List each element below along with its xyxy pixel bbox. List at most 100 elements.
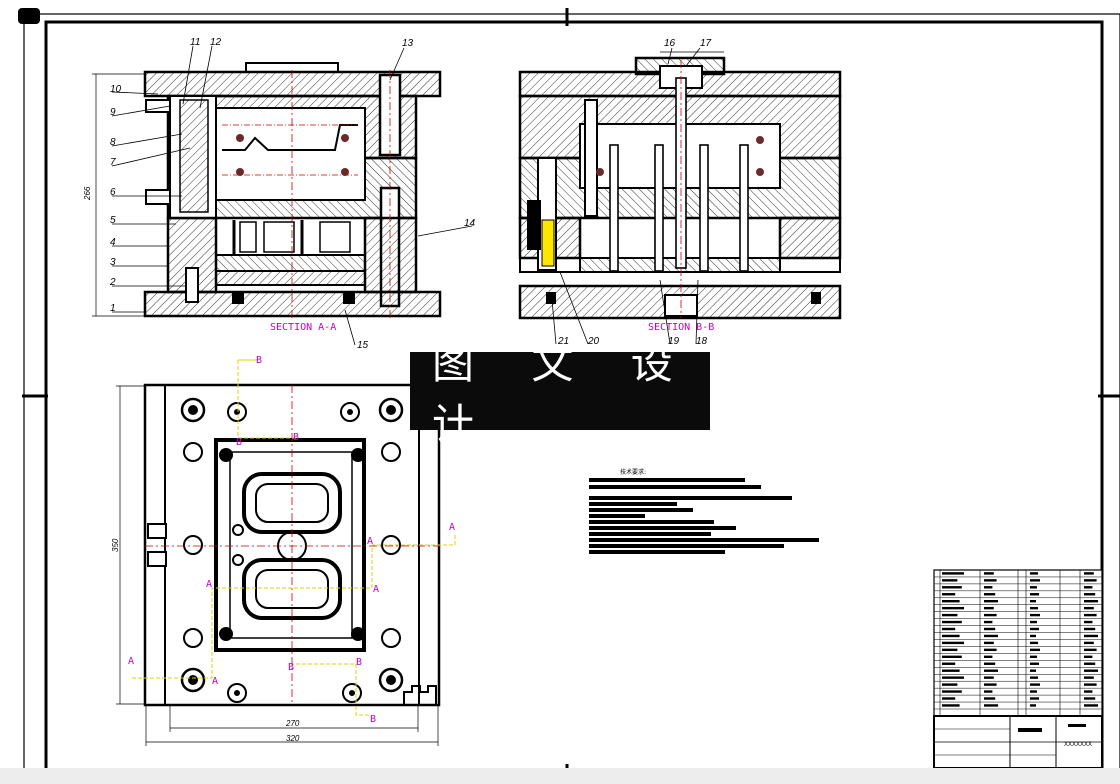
tech-requirements-title: 技术要求: <box>620 468 646 476</box>
watermark-text: 图 文 设 计 <box>432 339 695 449</box>
parts-list-cell-mark <box>1030 620 1037 624</box>
cut-letter-b-3: B <box>293 432 299 443</box>
parts-list-cell-mark <box>942 662 956 665</box>
parts-list-cell-mark <box>984 697 996 700</box>
cut-letter-b-4: B <box>288 662 294 673</box>
parts-list-cell-mark <box>984 593 996 596</box>
part-label-21: 21 <box>557 336 569 347</box>
parts-list-cell-mark <box>1084 620 1093 624</box>
part-label-20: 20 <box>587 336 600 347</box>
parts-list-cell-mark <box>984 655 993 658</box>
parts-list-cell-mark <box>1030 669 1036 672</box>
part-label-11: 11 <box>190 37 200 48</box>
parts-list-cell-mark <box>984 690 993 693</box>
tech-requirements-text-block <box>589 478 819 554</box>
parts-list-cell-mark <box>1084 690 1093 693</box>
parts-list-cell-mark <box>1084 606 1094 610</box>
cut-letters: B B B B B B A A A A A A <box>128 355 455 725</box>
bottom-strip <box>0 768 1120 784</box>
parts-list-table <box>933 569 1103 717</box>
parts-list-cell-mark <box>942 655 962 658</box>
title-block-drawing-no: XXXXXXX <box>1064 742 1092 748</box>
parts-list-cell-mark <box>984 669 998 672</box>
part-labels-aa: 1 2 3 4 5 6 7 8 9 10 11 12 13 14 15 <box>109 37 476 351</box>
section-aa-view <box>92 62 442 318</box>
part-label-12: 12 <box>210 37 222 48</box>
parts-list-cell-mark <box>1084 655 1093 658</box>
parts-list-cell-mark <box>1084 593 1096 596</box>
parts-list-cell-mark <box>1030 676 1038 679</box>
parts-list-cell-mark <box>942 669 960 672</box>
parts-list-cell-mark <box>984 606 994 610</box>
parts-list-cell-mark <box>1030 648 1040 652</box>
cut-letter-b-2: B <box>236 437 242 448</box>
part-label-6: 6 <box>110 187 116 198</box>
parts-list-cell-mark <box>942 697 956 700</box>
parts-list-cell-mark <box>984 662 996 665</box>
part-label-19: 19 <box>668 336 680 347</box>
part-label-5: 5 <box>110 215 116 226</box>
parts-list-cell-mark <box>942 627 956 631</box>
parts-list-cell-mark <box>984 586 993 589</box>
part-label-16: 16 <box>664 38 676 49</box>
parts-list-cell-mark <box>1084 634 1098 638</box>
part-label-3: 3 <box>110 257 116 268</box>
dim-width-outer: 320 <box>286 734 300 743</box>
parts-list-cell-mark <box>1084 683 1097 686</box>
parts-list-cell-mark <box>942 600 960 603</box>
parts-list-cell-mark <box>1084 586 1093 589</box>
section-bb-label: SECTION B-B <box>648 322 714 333</box>
section-bb-view <box>518 56 842 320</box>
leader-lines-aa <box>111 45 473 346</box>
dim-height-left: 266 <box>83 186 92 201</box>
parts-list-cell-mark <box>1030 600 1036 603</box>
leader-lines-bb <box>551 47 724 345</box>
parts-list-cell-mark <box>1030 690 1037 693</box>
parts-list-cell-mark <box>1084 613 1097 617</box>
cut-letter-a-1: A <box>449 522 455 533</box>
parts-list-cell-mark <box>942 690 962 693</box>
title-block <box>933 715 1103 769</box>
parts-list-cell-mark <box>1084 641 1094 645</box>
parts-list-cell-mark <box>984 648 997 652</box>
parts-list-cell-mark <box>984 579 997 582</box>
cut-letter-a-2: A <box>367 536 373 547</box>
cut-letter-a-6: A <box>128 656 134 667</box>
watermark-banner: 图 文 设 计 <box>410 339 710 449</box>
parts-list-cell-mark <box>984 634 998 638</box>
parts-list-cell-mark <box>942 613 958 617</box>
parts-list-cell-mark <box>1084 704 1098 707</box>
parts-list-cell-mark <box>984 600 998 603</box>
cut-letter-a-5: A <box>212 676 218 687</box>
parts-list-cell-mark <box>1084 572 1094 575</box>
parts-list-cell-mark <box>1030 627 1039 631</box>
parts-list-cell-mark <box>1084 669 1098 672</box>
parts-list-cell-mark <box>984 572 994 575</box>
part-label-14: 14 <box>464 218 476 229</box>
cut-letter-b-6: B <box>370 714 376 725</box>
cut-letter-a-4: A <box>206 579 212 590</box>
part-label-9: 9 <box>110 107 116 118</box>
part-label-8: 8 <box>110 137 116 148</box>
parts-list-cell-mark <box>1030 662 1039 665</box>
parts-list-cell-mark <box>1030 593 1039 596</box>
cut-letter-b-1: B <box>256 355 262 366</box>
parts-list-cell-mark <box>1030 641 1038 645</box>
part-label-13: 13 <box>402 38 414 49</box>
parts-list-cell-mark <box>1084 648 1097 652</box>
parts-list-cell-mark <box>942 606 964 610</box>
part-label-7: 7 <box>110 157 116 168</box>
part-label-10: 10 <box>110 84 122 95</box>
parts-list-cell-mark <box>984 613 997 617</box>
part-label-18: 18 <box>696 336 708 347</box>
cut-letter-b-5: B <box>356 657 362 668</box>
parts-list-cell-mark <box>942 586 962 589</box>
part-labels-bb: 16 17 18 19 20 21 <box>557 38 712 347</box>
parts-list-cell-mark <box>1084 627 1096 631</box>
part-label-17: 17 <box>700 38 712 49</box>
parts-list-cell-mark <box>1030 572 1038 575</box>
part-label-1: 1 <box>110 303 116 314</box>
parts-list-cell-mark <box>1030 683 1040 686</box>
parts-list-cell-mark <box>942 634 960 638</box>
parts-list-cell-mark <box>1030 579 1040 582</box>
